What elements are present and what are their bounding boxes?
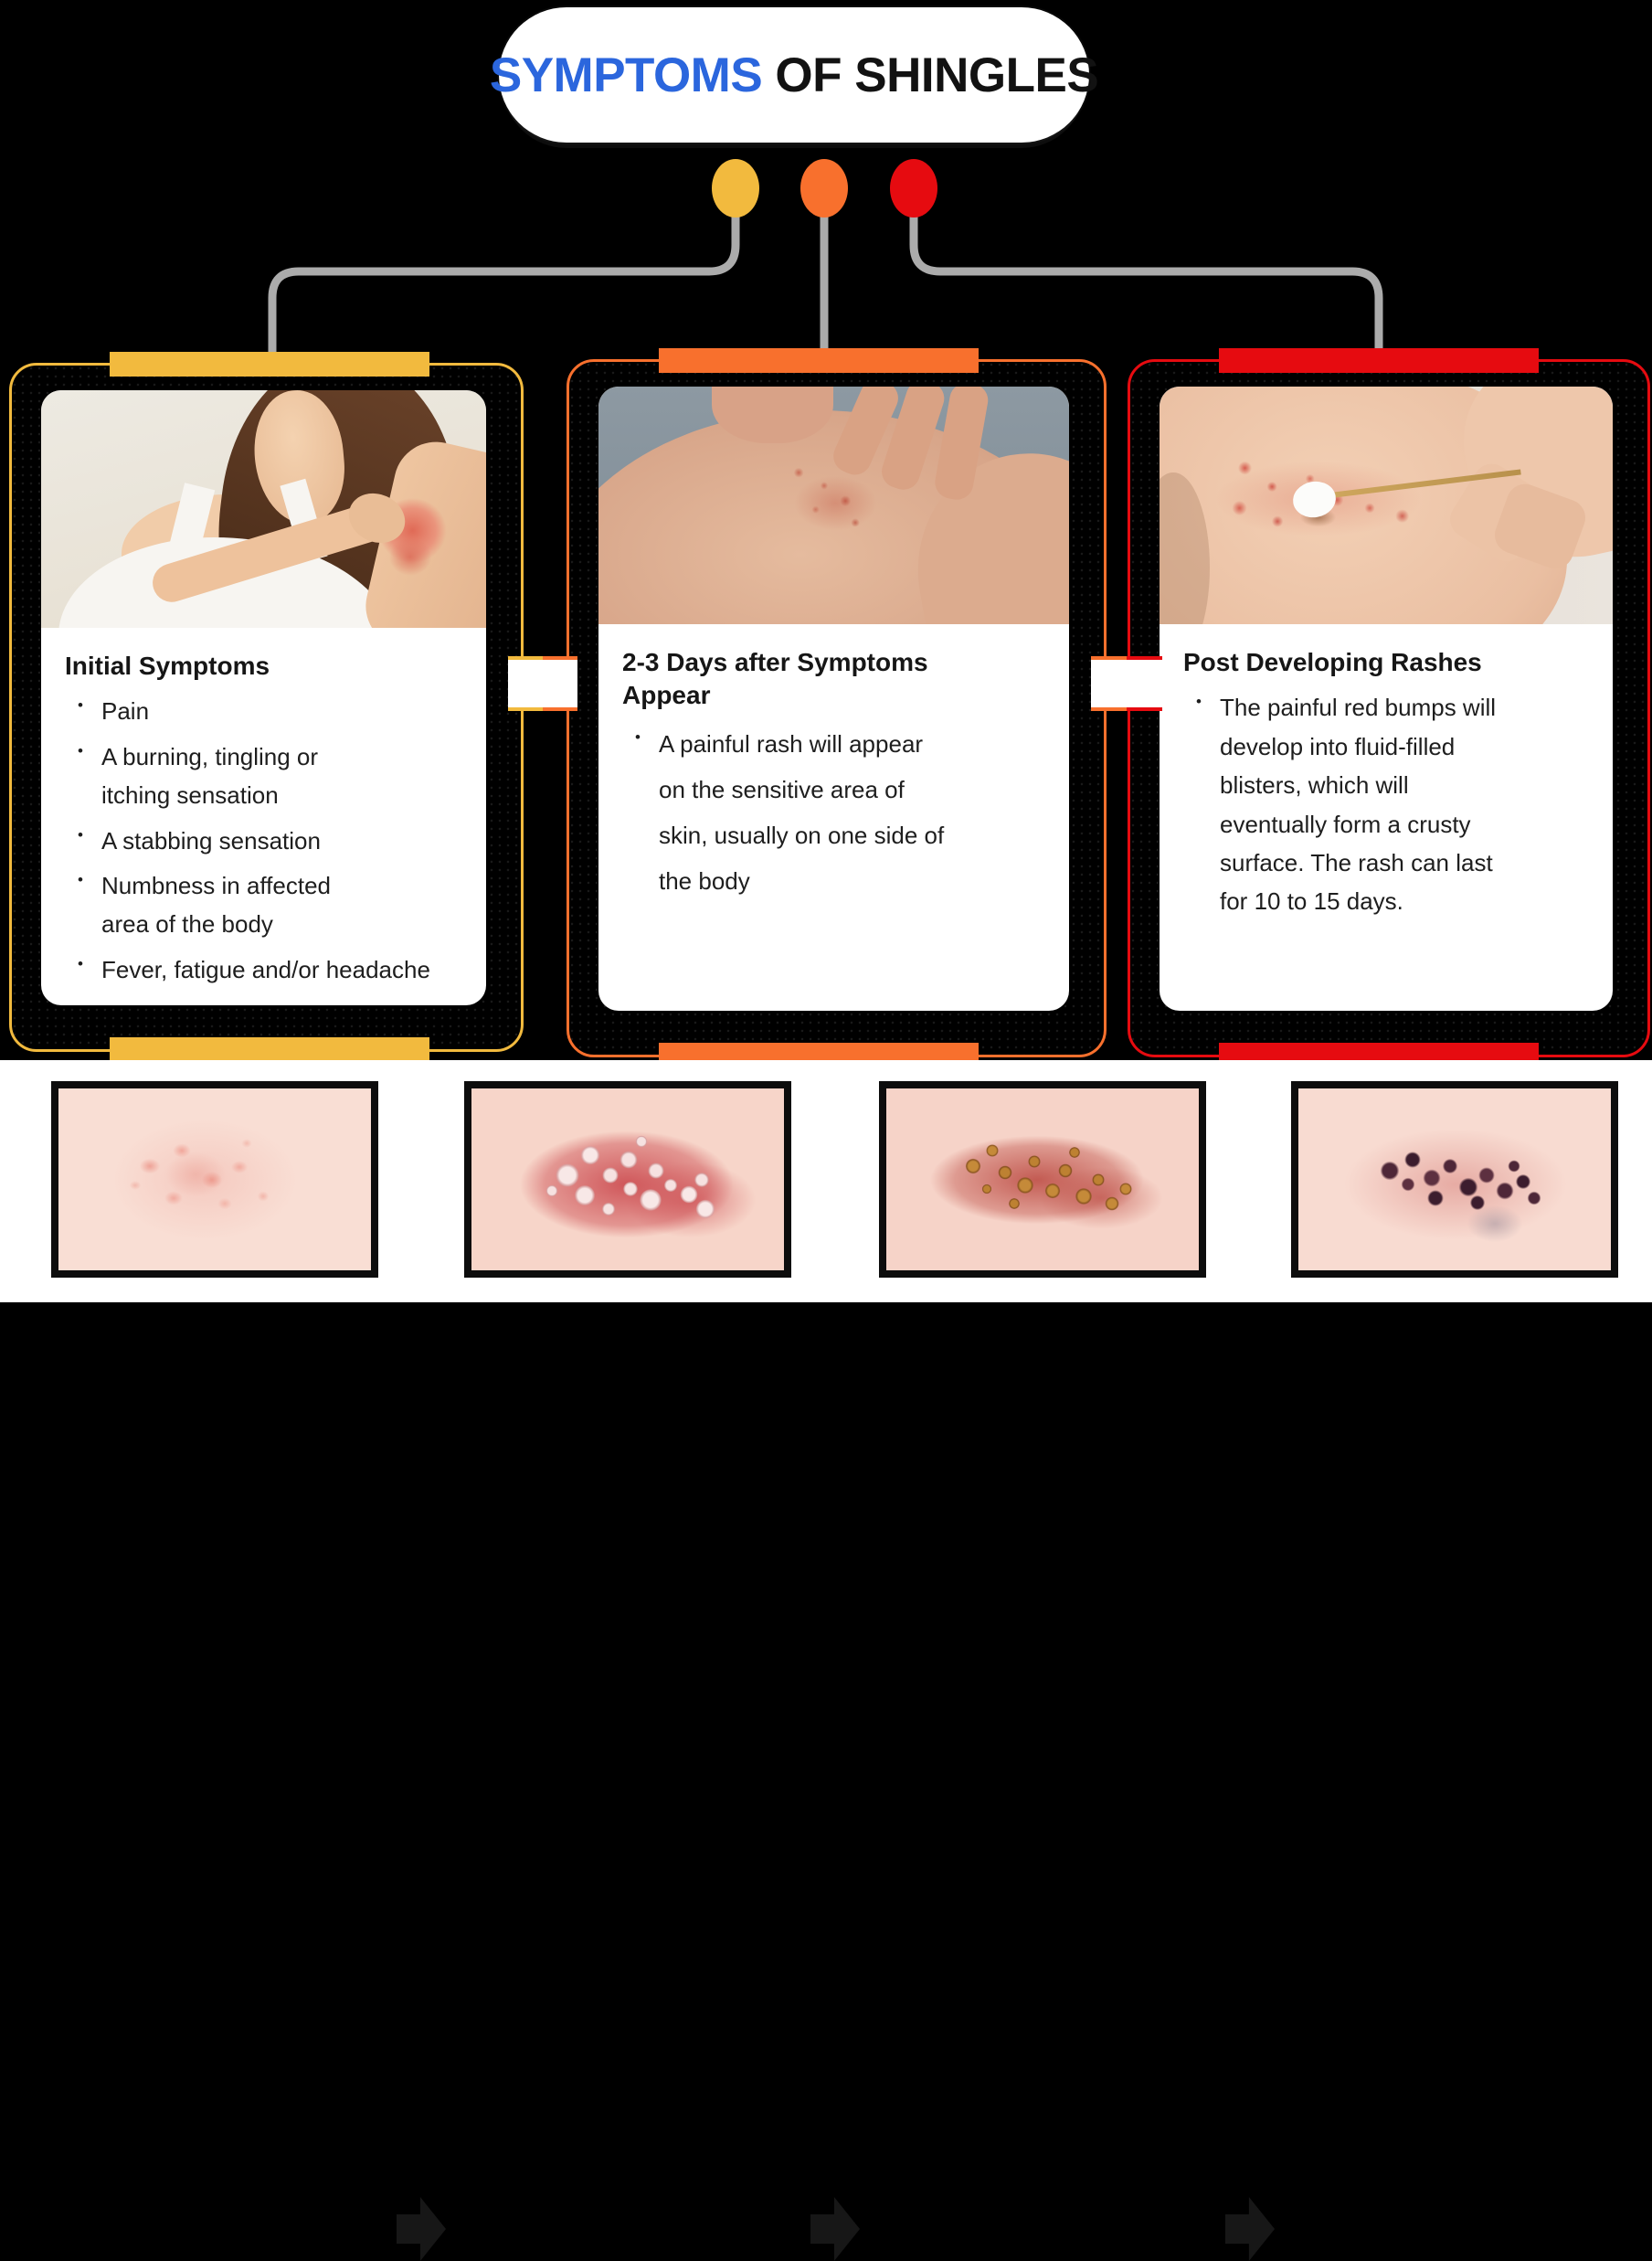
card-content: Post Developing Rashes The painful red b… (1160, 624, 1613, 928)
list-item: Pain (74, 692, 464, 730)
card-2-3-days-after: 2-3 Days after Symptoms Appear A painful… (567, 348, 1107, 1069)
symptom-list: Pain A burning, tingling or itching sens… (65, 692, 464, 989)
card-content: 2-3 Days after Symptoms Appear A painful… (598, 624, 1069, 910)
card-link-1-2 (508, 656, 577, 711)
stage-1-dot (712, 159, 759, 218)
photo-man-back-rash (598, 387, 1069, 624)
list-item: Fever, fatigue and/or headache (74, 950, 464, 989)
card-panel: 2-3 Days after Symptoms Appear A painful… (598, 387, 1069, 1011)
list-item: A burning, tingling or itching sensation (74, 738, 464, 815)
list-item: A painful rash will appear on the sensit… (631, 722, 1047, 905)
card-bottom-tab (110, 1037, 429, 1064)
title-pill: SYMPTOMS OF SHINGLES (490, 7, 1099, 143)
stage-image-flat-red-spots (51, 1081, 378, 1278)
card-initial-symptoms: Initial Symptoms Pain A burning, tinglin… (9, 352, 524, 1064)
card-title: Post Developing Rashes (1183, 648, 1482, 676)
symptom-list: The painful red bumps will develop into … (1183, 688, 1591, 920)
shingles-infographic: SYMPTOMS OF SHINGLES Initial Symptoms Pa… (0, 0, 1652, 1343)
photo-swab-on-rash (1160, 387, 1613, 624)
card-panel: Post Developing Rashes The painful red b… (1160, 387, 1613, 1011)
card-content: Initial Symptoms Pain A burning, tinglin… (41, 628, 486, 995)
arrow-right-icon (397, 2197, 446, 2261)
list-item: The painful red bumps will develop into … (1192, 688, 1591, 920)
progression-strip (0, 1060, 1652, 2261)
symptom-list: A painful rash will appear on the sensit… (622, 722, 1047, 905)
stage-2-dot (800, 159, 848, 218)
card-title: Initial Symptoms (65, 652, 270, 680)
page-title: SYMPTOMS OF SHINGLES (489, 48, 1099, 102)
connector-line-initial (268, 192, 740, 358)
stage-image-crusted-pustules (879, 1081, 1206, 1278)
list-item: Numbness in affected area of the body (74, 866, 464, 944)
stage-3-dot (890, 159, 937, 218)
rash-illustration-blisters (471, 1088, 784, 1270)
card-top-tab (659, 348, 979, 373)
arrow-right-icon (1225, 2197, 1275, 2261)
photo-woman-scratching-arm (41, 390, 486, 628)
card-link-2-3 (1091, 656, 1162, 711)
rash-illustration-spots (58, 1088, 371, 1270)
connector-line-post-rash (909, 192, 1383, 358)
card-panel: Initial Symptoms Pain A burning, tinglin… (41, 390, 486, 1005)
stage-image-dark-scabs (1291, 1081, 1618, 1278)
arrow-right-icon (810, 2197, 860, 2261)
card-post-developing-rashes: Post Developing Rashes The painful red b… (1128, 348, 1650, 1069)
rash-illustration-scabs (1298, 1088, 1611, 1270)
rash-illustration-crusts (886, 1088, 1199, 1270)
card-top-tab (110, 352, 429, 377)
card-top-tab (1219, 348, 1539, 373)
stage-image-fluid-blisters (464, 1081, 791, 1278)
connector-lines (268, 159, 1383, 358)
card-title: 2-3 Days after Symptoms Appear (622, 648, 928, 710)
list-item: A stabbing sensation (74, 822, 464, 860)
